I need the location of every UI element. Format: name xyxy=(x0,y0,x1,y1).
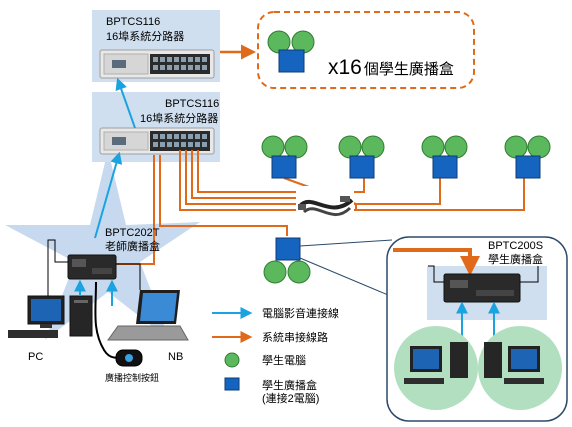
expansion-desc: 個學生廣播盒 xyxy=(364,60,454,78)
teacher-notebook: NB xyxy=(107,290,189,363)
student-unit-2 xyxy=(338,135,385,179)
student-box-icon xyxy=(432,155,458,179)
student-pc-icon xyxy=(527,135,551,159)
student-pc-icon xyxy=(284,135,308,159)
serial-cable-image xyxy=(296,186,354,220)
legend-student-box-note: (連接2電腦) xyxy=(262,391,319,405)
inset-pc-right xyxy=(484,342,544,384)
teacher-box-group: BPTC202T 老師廣播盒 xyxy=(67,227,160,280)
student-pc-icon xyxy=(444,135,468,159)
mid-to-top-splitter-link xyxy=(115,77,136,129)
student-unit-1 xyxy=(261,135,308,179)
nb-base xyxy=(107,325,189,341)
remote-label: 廣播控制按鈕 xyxy=(105,372,159,383)
serial-wire-to-middle-box xyxy=(159,155,288,236)
student-box-icon xyxy=(349,155,375,179)
legend-student-pc-label: 學生電腦 xyxy=(262,353,306,367)
splitter-top-desc: 16埠系統分路器 xyxy=(106,29,184,43)
teacher-pc: PC xyxy=(8,295,93,363)
inset-panel: BPTC200S 學生廣播盒 xyxy=(386,236,568,422)
student-unit-4 xyxy=(504,135,551,179)
student-box-icon xyxy=(271,155,297,179)
student-pc-icon xyxy=(287,260,311,284)
splitter-top-model: BPTCS116 xyxy=(106,16,160,28)
teacher-to-splitter-link xyxy=(94,151,123,239)
expansion-student-unit xyxy=(267,30,315,73)
broadcast-remote: 廣播控制按鈕 xyxy=(94,281,159,383)
splitter-top-group: BPTCS116 16埠系統分路器 xyxy=(92,10,220,82)
inset-box-desc: 學生廣播盒 xyxy=(488,252,543,266)
student-unit-middle xyxy=(263,237,311,284)
inset-box-model: BPTC200S xyxy=(488,240,543,252)
legend-serial-label: 系統串接線路 xyxy=(262,330,328,344)
student-pc-icon xyxy=(421,135,445,159)
splitter-mid-desc: 16埠系統分路器 xyxy=(140,111,218,125)
pc-keyboard xyxy=(8,330,58,338)
remote-button-icon xyxy=(125,354,133,362)
student-pc-icon xyxy=(338,135,362,159)
zoom-line-upper xyxy=(299,239,393,247)
student-box-icon xyxy=(278,49,305,73)
inset-line-left xyxy=(428,265,444,283)
teacher-box-to-nb-line xyxy=(116,263,141,290)
student-pc-icon xyxy=(263,260,287,284)
pc-label: PC xyxy=(28,351,43,363)
legend: 電腦影音連接線 系統串接線路 學生電腦 學生廣播盒 (連接2電腦) xyxy=(212,306,339,405)
student-unit-3 xyxy=(421,135,468,179)
student-box-icon xyxy=(515,155,541,179)
legend-student-box-icon xyxy=(224,377,240,391)
splitter-mid-model: BPTCS116 xyxy=(165,98,219,110)
inset-pc-left xyxy=(404,342,468,384)
splitter-top-device xyxy=(99,49,215,79)
legend-student-pc-icon xyxy=(224,352,240,368)
splitter-mid-device xyxy=(99,127,215,155)
nb-label: NB xyxy=(168,351,183,363)
zoom-line-lower xyxy=(299,257,401,301)
teacher-box-model: BPTC202T xyxy=(105,227,160,239)
legend-av-label: 電腦影音連接線 xyxy=(262,306,339,320)
inset-line-right xyxy=(520,266,539,283)
teacher-box-desc: 老師廣播盒 xyxy=(105,239,160,253)
splitter-mid-group: BPTCS116 16埠系統分路器 xyxy=(92,92,220,162)
teacher-box-to-pc-line xyxy=(47,239,68,296)
student-pc-icon xyxy=(361,135,385,159)
student-box-icon xyxy=(275,237,301,261)
student-pc-icon xyxy=(261,135,285,159)
expansion-dashed-box xyxy=(257,11,475,89)
student-pc-icon xyxy=(504,135,528,159)
legend-student-box-label: 學生廣播盒 xyxy=(262,378,317,392)
inset-serial-arrow xyxy=(393,248,480,276)
